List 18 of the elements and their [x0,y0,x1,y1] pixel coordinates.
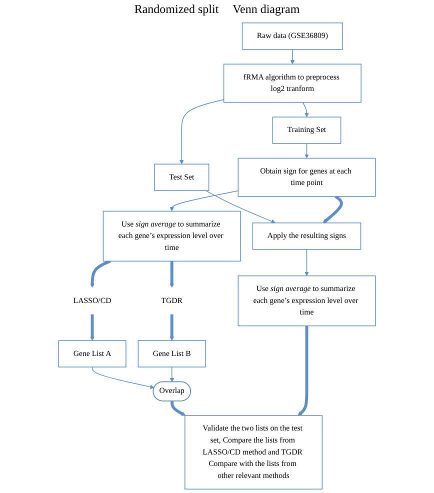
arrow [170,400,186,416]
arrow [170,366,174,382]
arrow [170,314,174,341]
arrow [304,143,309,158]
arrow [90,314,94,341]
arrow [170,190,238,212]
arrow [298,326,308,416]
arrow [205,190,276,224]
note-text: Venn diagram [232,2,300,17]
note-text: Randomized split [134,2,219,17]
arrow [90,260,111,288]
arrow [322,195,343,224]
arrow [304,249,309,276]
arrow [180,99,224,164]
arrow [170,260,174,288]
arrow [92,366,154,390]
arrow [302,102,309,118]
arrow [290,49,295,64]
